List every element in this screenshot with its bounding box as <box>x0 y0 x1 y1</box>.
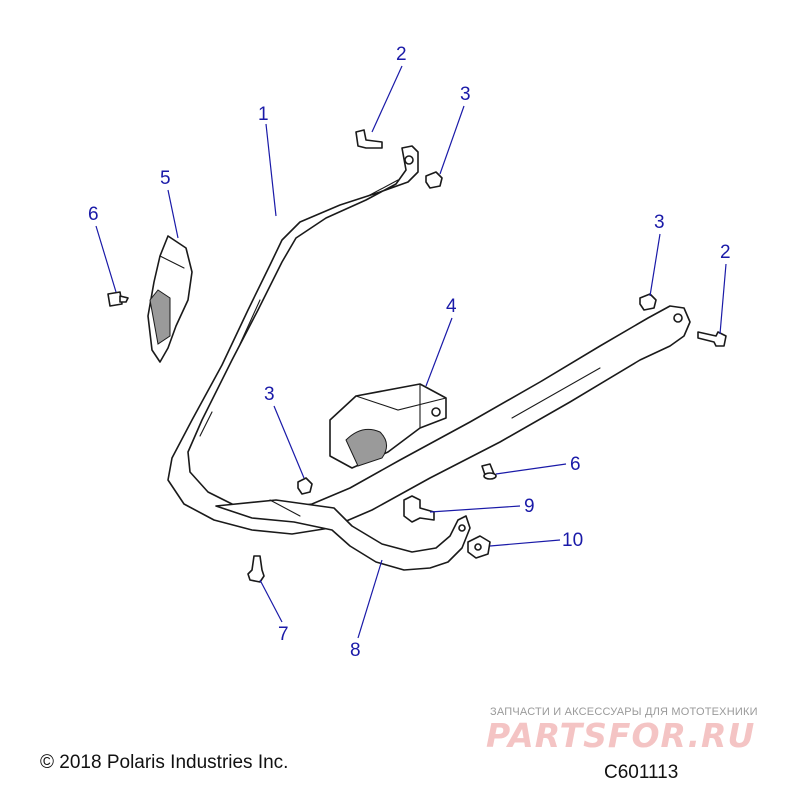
callout-8: 8 <box>350 640 361 661</box>
part-2-bolt-upper <box>355 129 383 149</box>
watermark-logo: PARTSFOR.RU <box>486 716 756 755</box>
part-7-bolt <box>247 555 265 583</box>
callout-3-right: 3 <box>654 212 665 233</box>
part-1-bumper-tube <box>167 145 691 535</box>
part-4-center-bracket <box>329 383 447 469</box>
part-5-side-bracket <box>147 235 193 363</box>
part-9-bolt <box>403 495 435 523</box>
copyright-notice: © 2018 Polaris Industries Inc. <box>40 752 289 773</box>
callout-7: 7 <box>278 624 289 645</box>
callout-4: 4 <box>446 296 457 317</box>
part-6-rivet-right <box>481 463 497 480</box>
watermark-tagline: ЗАПЧАСТИ И АКСЕССУАРЫ ДЛЯ МОТОТЕХНИКИ <box>490 706 758 718</box>
part-10-nut <box>467 535 491 559</box>
callout-9: 9 <box>524 496 535 517</box>
part-3-nut-upper <box>425 171 443 189</box>
callout-1: 1 <box>258 104 269 125</box>
part-6-rivet-left <box>107 291 129 307</box>
callout-2-upper: 2 <box>396 44 407 65</box>
drawing-number: C601113 <box>604 762 679 783</box>
callout-5: 5 <box>160 168 171 189</box>
part-3-nut-center <box>297 477 313 495</box>
leader-lines <box>95 65 727 639</box>
part-8-lower-bracket <box>215 499 471 571</box>
callout-3-center: 3 <box>264 384 275 405</box>
callout-3-upper: 3 <box>460 84 471 105</box>
part-3-nut-right <box>639 293 657 311</box>
callout-2-right: 2 <box>720 242 731 263</box>
callout-6-left: 6 <box>88 204 99 225</box>
callout-10: 10 <box>562 530 583 551</box>
callout-6-right: 6 <box>570 454 581 475</box>
part-2-bolt-right <box>697 331 727 347</box>
